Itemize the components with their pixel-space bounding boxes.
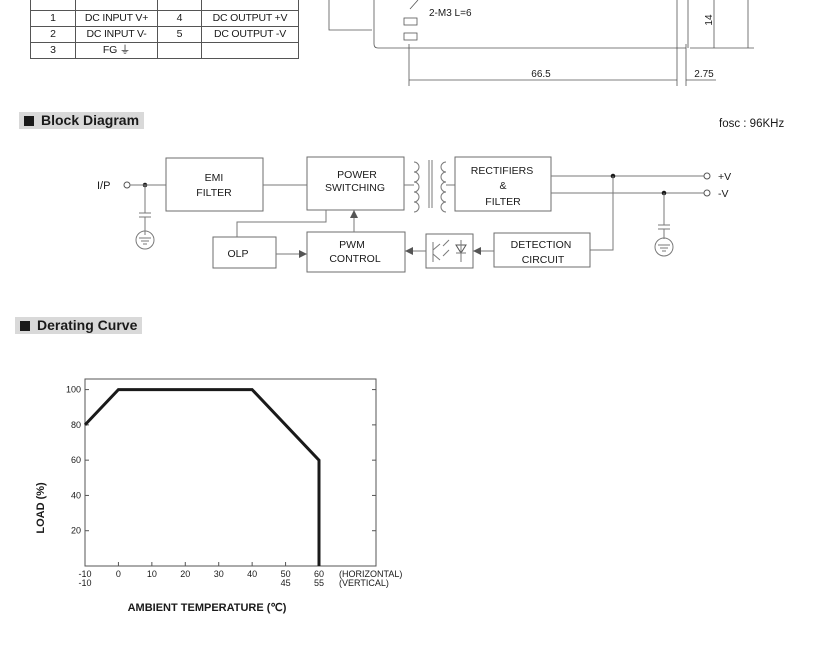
emi-filter-label: EMI (205, 172, 224, 184)
rectifiers-filter-label: FILTER (485, 196, 521, 208)
y-tick-label: 20 (71, 526, 81, 536)
block-diagram-heading-text: Block Diagram (41, 112, 140, 128)
optocoupler-icon (425, 233, 474, 269)
input-label: I/P (97, 180, 110, 192)
x-tick-label: 40 (247, 569, 257, 579)
derating-line-series (83, 388, 321, 566)
pin-table-cell (201, 42, 299, 59)
y-axis-label: LOAD (%) (35, 482, 47, 534)
x-tick-label: 20 (180, 569, 190, 579)
dim-width-value: 66.5 (531, 69, 551, 80)
x-tick-label-vertical: 45 (281, 578, 291, 588)
arrow-right-icon (299, 250, 307, 258)
pin-table-cell: DC INPUT V+ (75, 10, 158, 27)
fosc-label: fosc : 96KHz (719, 118, 785, 130)
power-to-olp-wire (236, 210, 327, 237)
block-diagram: I/P EMI FILTER POWER SWITCHING (97, 156, 731, 273)
rectifiers-filter-label: RECTIFIERS (471, 165, 533, 177)
dim-margin-value: 2.75 (694, 69, 714, 80)
y-axis-ticks: 20 40 60 80 100 (66, 385, 376, 536)
x-tick-label: 50 (281, 569, 291, 579)
olp-block (212, 236, 277, 269)
rectifiers-filter-label: & (499, 180, 506, 192)
x-note-horizontal: (HORIZONTAL) (339, 569, 402, 579)
ground-icon (135, 230, 155, 250)
output-positive-terminal (703, 172, 711, 180)
x-axis-ticks: -10 0 10 20 30 40 50 60 -10 45 55 (78, 562, 324, 588)
y-tick-label: 60 (71, 455, 81, 465)
mechanical-bracket-outline (328, 0, 372, 31)
rectifiers-filter-block (454, 156, 552, 212)
emi-filter-label: FILTER (196, 187, 232, 199)
pwm-control-label: PWM (339, 239, 365, 251)
chart-frame (84, 378, 377, 567)
detection-circuit-block (493, 232, 591, 268)
dim-height-value: 14 (704, 14, 715, 26)
transformer-icon (404, 160, 455, 213)
arrow-up-icon (350, 210, 358, 218)
derating-chart: 20 40 60 80 100 -10 0 10 20 30 40 50 60 -10 45 55 (HOR… (35, 378, 402, 614)
y-tick-label: 40 (71, 490, 81, 500)
output-negative-label: -V (718, 188, 729, 200)
case-outline (373, 0, 686, 49)
input-terminal (123, 181, 131, 189)
emi-filter-block (165, 157, 264, 212)
screw-note: 2-M3 L=6 (429, 8, 472, 19)
feedback-wire (590, 176, 614, 251)
derating-curve-heading-text: Derating Curve (37, 317, 138, 333)
x-axis-label: AMBIENT TEMPERATURE (℃) (128, 602, 287, 614)
detection-circuit-label: DETECTION (511, 239, 572, 251)
ground-icon (654, 237, 674, 257)
power-switching-label: POWER (337, 169, 377, 181)
derating-curve-heading: Derating Curve (15, 317, 143, 334)
arrow-left-icon (405, 247, 413, 255)
y-tick-label: 80 (71, 420, 81, 430)
x-note-vertical: (VERTICAL) (339, 578, 389, 588)
screw-hole (403, 32, 418, 41)
pwm-control-label: CONTROL (329, 253, 380, 265)
x-tick-label-vertical: 55 (314, 578, 324, 588)
heading-square-icon (20, 321, 30, 331)
mechanical-drawing: 2-M3 L=6 66.5 2.75 14 (328, 0, 754, 86)
x-tick-label: 0 (116, 569, 121, 579)
pin-table-cell: DC INPUT V- (75, 26, 158, 43)
x-tick-label: 30 (214, 569, 224, 579)
output-negative-terminal (703, 189, 711, 197)
x-tick-label: -10 (78, 569, 91, 579)
power-switching-label: SWITCHING (325, 182, 385, 194)
output-positive-label: +V (718, 171, 731, 183)
screw-leader-line (409, 0, 419, 10)
arrow-left-icon (473, 247, 481, 255)
olp-label: OLP (227, 248, 248, 260)
heading-square-icon (24, 116, 34, 126)
pwm-control-block (306, 231, 406, 273)
x-tick-label: 60 (314, 569, 324, 579)
y-tick-label: 100 (66, 385, 81, 395)
power-switching-block (306, 156, 405, 211)
x-tick-label: 10 (147, 569, 157, 579)
x-tick-label-vertical: -10 (78, 578, 91, 588)
detection-circuit-label: CIRCUIT (522, 254, 565, 266)
block-diagram-heading: Block Diagram (19, 112, 145, 129)
screw-hole (403, 17, 418, 26)
